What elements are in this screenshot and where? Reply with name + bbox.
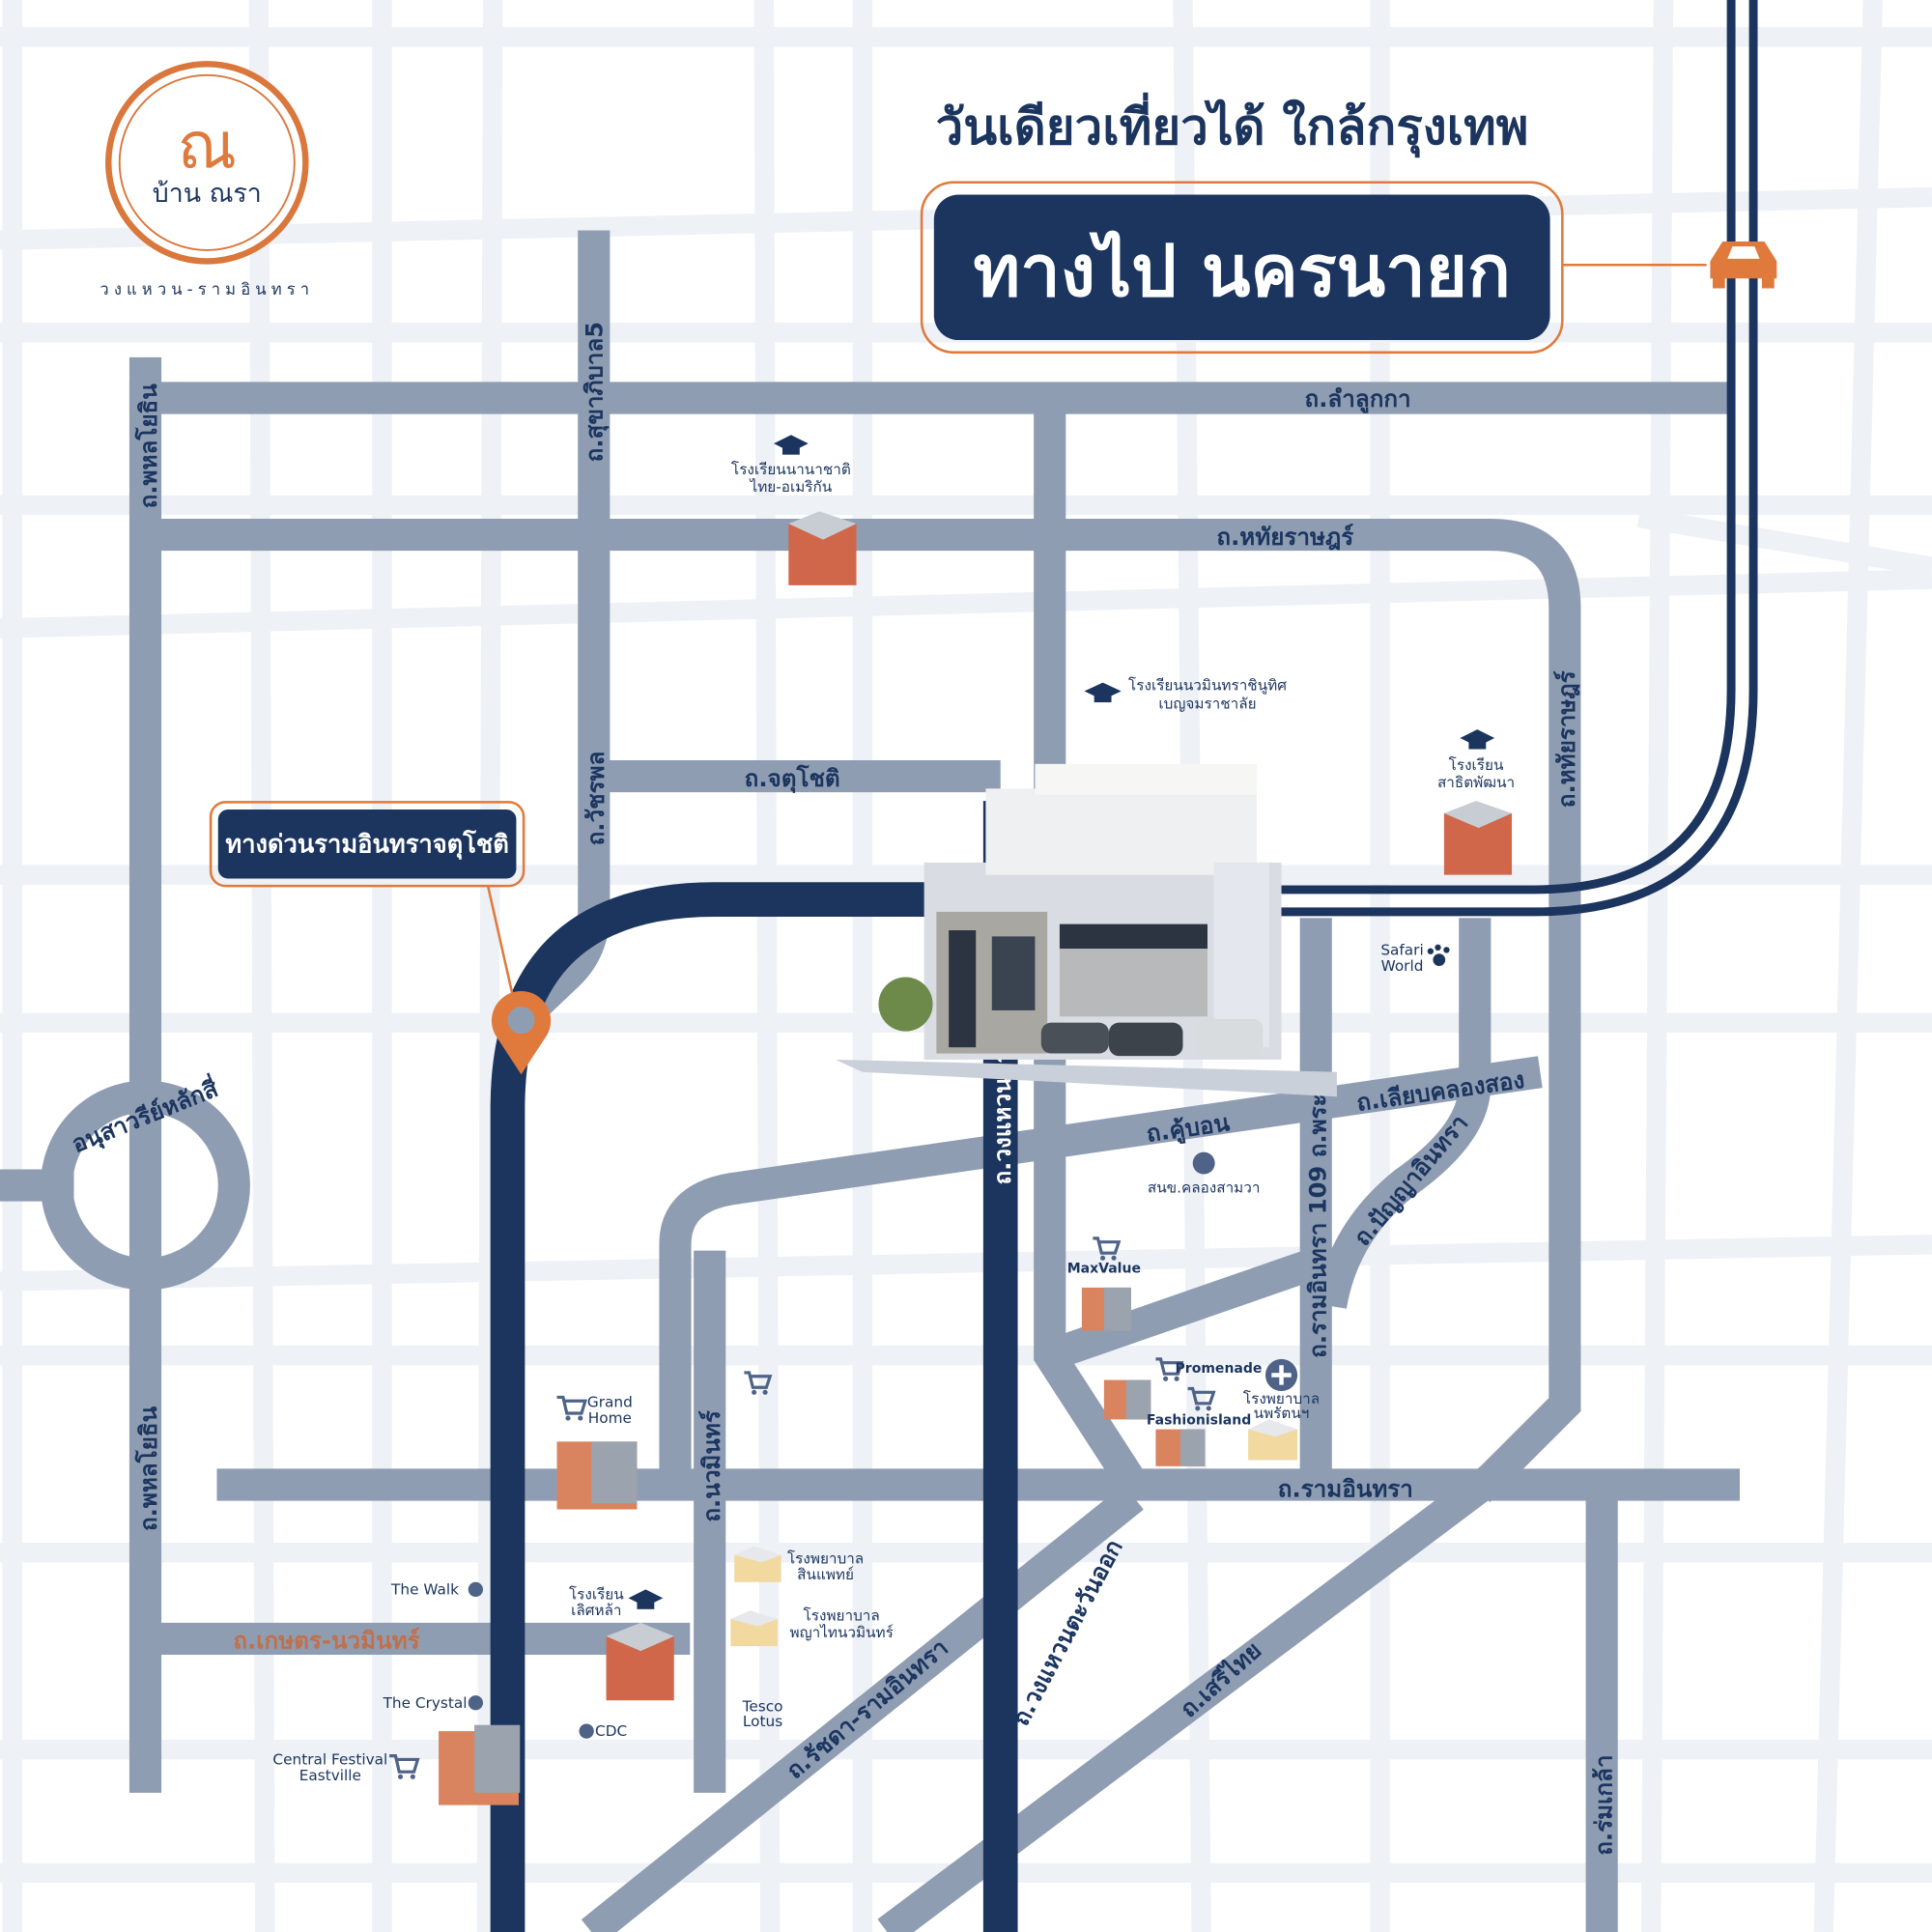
poi-grand-home-line2: Home bbox=[588, 1409, 632, 1427]
road-label-lamlukka: ถ.ลำลูกกา bbox=[1305, 385, 1411, 413]
poi-lertlah-school: โรงเรียน bbox=[569, 1586, 624, 1604]
poi-phyathai-hospital-line2: พญาไทนวมินทร์ bbox=[789, 1624, 893, 1641]
title-box bbox=[933, 194, 1550, 341]
poi-tesco-lotus: Tesco bbox=[742, 1698, 783, 1716]
shopping-cart-icon bbox=[556, 1395, 588, 1421]
logo-name: บ้าน ณรา bbox=[153, 179, 262, 209]
graduation-cap-icon bbox=[774, 435, 809, 455]
shopping-cart-icon bbox=[389, 1754, 420, 1779]
road-label-phahon-bottom: ถ.พหลโยธิน bbox=[134, 1406, 162, 1531]
mall-building-icon bbox=[1081, 1287, 1131, 1331]
hospital-cross-icon bbox=[1264, 1358, 1298, 1392]
header: วันเดียวเที่ยวได้ ใกล้กรุงเทพ ทางไป นครน… bbox=[920, 93, 1777, 355]
road-label-hathairat-vertical: ถ.หทัยราษฎร์ bbox=[1553, 670, 1580, 808]
school-building-icon bbox=[788, 511, 857, 585]
mall-building-icon bbox=[1103, 1379, 1151, 1420]
poi-central-festival: Central Festival bbox=[272, 1751, 387, 1769]
poi-central-festival-line2: Eastville bbox=[299, 1767, 361, 1784]
shopping-cart-icon bbox=[744, 1371, 773, 1395]
hospital-building-icon bbox=[1248, 1419, 1298, 1461]
poi-sinphaet-hospital-line2: สินแพทย์ bbox=[797, 1566, 854, 1583]
dot-marker-icon bbox=[1192, 1151, 1215, 1175]
poi-nawamindrachinuthit-line2: เบญจมราชาลัย bbox=[1158, 695, 1256, 712]
poi-the-walk: The Walk bbox=[390, 1581, 459, 1599]
dot-marker-icon bbox=[468, 1581, 483, 1598]
shopping-cart-icon bbox=[1093, 1236, 1122, 1261]
poi-grand-home: Grand bbox=[587, 1394, 633, 1411]
poi-nawamindrachinuthit: โรงเรียนนวมินทราชินูทิศ bbox=[1128, 676, 1287, 694]
road-label-romklao: ถ.ร่มเกล้า bbox=[1590, 1755, 1617, 1856]
road-label-watcharaphon: ถ.วัชรพล bbox=[582, 752, 610, 846]
hospital-building-icon bbox=[734, 1546, 781, 1582]
paw-icon bbox=[1427, 944, 1450, 966]
poi-thai-american-school-line2: ไทย-อเมริกัน bbox=[749, 478, 833, 496]
title-outline bbox=[920, 181, 1564, 355]
header-subtitle: วันเดียวเที่ยวได้ ใกล้กรุงเทพ bbox=[936, 93, 1529, 158]
poi-khlong-sam-wa: สนข.คลองสามวา bbox=[1148, 1179, 1261, 1197]
poi-nopparat-hospital: โรงพยาบาล bbox=[1243, 1390, 1320, 1407]
expressway-callout: ทางด่วนรามอินทราจตุโชติ bbox=[209, 801, 552, 1075]
logo: ณ บ้าน ณรา วงแหวน-รามอินทรา bbox=[99, 61, 314, 298]
poi-safari-world: Safari bbox=[1380, 942, 1423, 959]
logo-monogram: ณ bbox=[178, 107, 238, 183]
poi-cdc: CDC bbox=[595, 1722, 627, 1740]
road-label-kaset-nawamin: ถ.เกษตร-นวมินทร์ bbox=[233, 1628, 419, 1655]
car-icon bbox=[1710, 242, 1777, 289]
poi-maxvalue: MaxValue bbox=[1067, 1262, 1141, 1277]
hospital-building-icon bbox=[730, 1610, 778, 1647]
road-label-hathairat: ถ.หทัยราษฎร์ bbox=[1216, 524, 1353, 551]
road-label-chatuchot: ถ.จตุโชติ bbox=[745, 764, 840, 794]
poi-fashionisland: Fashionisland bbox=[1147, 1412, 1251, 1428]
poi-tesco-lotus-line2: Lotus bbox=[743, 1713, 782, 1730]
mall-building-icon bbox=[439, 1724, 521, 1805]
poi-promenade: Promenade bbox=[1176, 1361, 1263, 1377]
poi-sarit-school-line2: สาธิตพัฒนา bbox=[1437, 774, 1515, 791]
school-building-icon bbox=[1443, 801, 1513, 875]
poi-lertlah-school-line2: เลิศหล้า bbox=[571, 1602, 621, 1619]
graduation-cap-icon bbox=[1460, 729, 1495, 750]
expressway-label: ทางด่วนรามอินทราจตุโชติ bbox=[225, 830, 508, 861]
poi-thai-american-school: โรงเรียนนานาชาติ bbox=[731, 461, 851, 478]
road-label-phahon-top: ถ.พหลโยธิน bbox=[134, 384, 162, 509]
shopping-cart-icon bbox=[1155, 1357, 1184, 1381]
road-label-ramindra: ถ.รามอินทรา bbox=[1278, 1476, 1413, 1503]
graduation-cap-icon bbox=[628, 1589, 664, 1609]
road-label-nawamin: ถ.นวมินทร์ bbox=[698, 1410, 725, 1522]
mall-building-icon bbox=[556, 1441, 638, 1510]
dot-marker-icon bbox=[468, 1695, 483, 1711]
shopping-cart-icon bbox=[1187, 1386, 1216, 1411]
poi-nopparat-hospital-line2: นพรัตนฯ bbox=[1254, 1405, 1310, 1422]
school-building-icon bbox=[606, 1622, 674, 1701]
logo-tagline: วงแหวน-รามอินทรา bbox=[99, 280, 314, 298]
poi-phyathai-hospital: โรงพยาบาล bbox=[804, 1606, 880, 1624]
poi-safari-world-line2: World bbox=[1381, 957, 1424, 975]
mall-building-icon bbox=[1155, 1429, 1206, 1466]
poi-sinphaet-hospital: โรงพยาบาล bbox=[787, 1550, 864, 1568]
points-of-interest: โรงเรียนนานาชาติ ไทย-อเมริกัน โรงเรียนนว… bbox=[272, 435, 1515, 1805]
road-label-sukhaphiban5: ถ.สุขาภิบาล5 bbox=[582, 322, 611, 462]
house-illustration bbox=[835, 763, 1337, 1097]
poi-sarit-school: โรงเรียน bbox=[1449, 756, 1504, 774]
location-pin-icon bbox=[491, 990, 552, 1075]
poi-the-crystal: The Crystal bbox=[383, 1694, 468, 1712]
header-title: ทางไป นครนายก bbox=[974, 229, 1511, 313]
dot-marker-icon bbox=[579, 1723, 594, 1739]
road-label-ramindra109: ถ.รามอินทรา 109 ถ.พระ bbox=[1304, 1094, 1331, 1357]
